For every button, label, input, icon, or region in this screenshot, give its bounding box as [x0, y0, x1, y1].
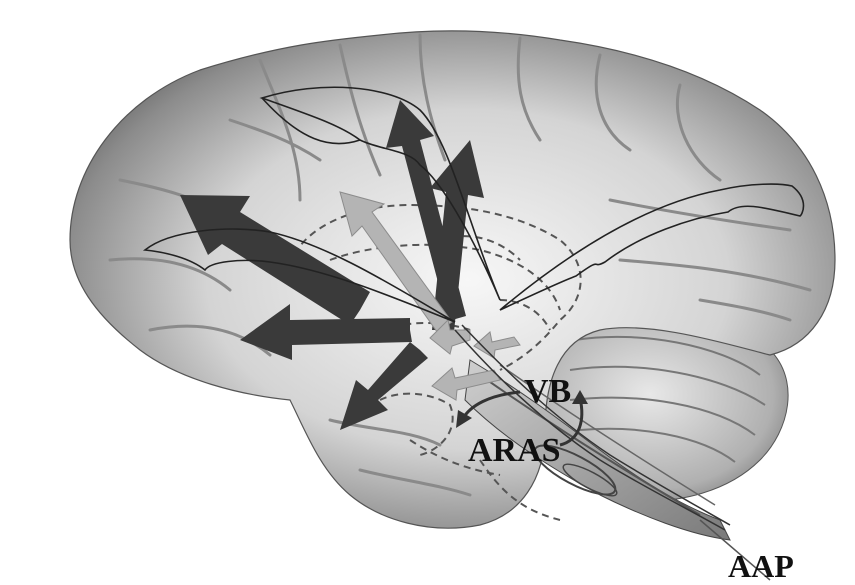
label-vb: VB: [524, 373, 571, 411]
label-aras: ARAS: [468, 432, 561, 470]
label-aap: AAP: [728, 548, 794, 585]
